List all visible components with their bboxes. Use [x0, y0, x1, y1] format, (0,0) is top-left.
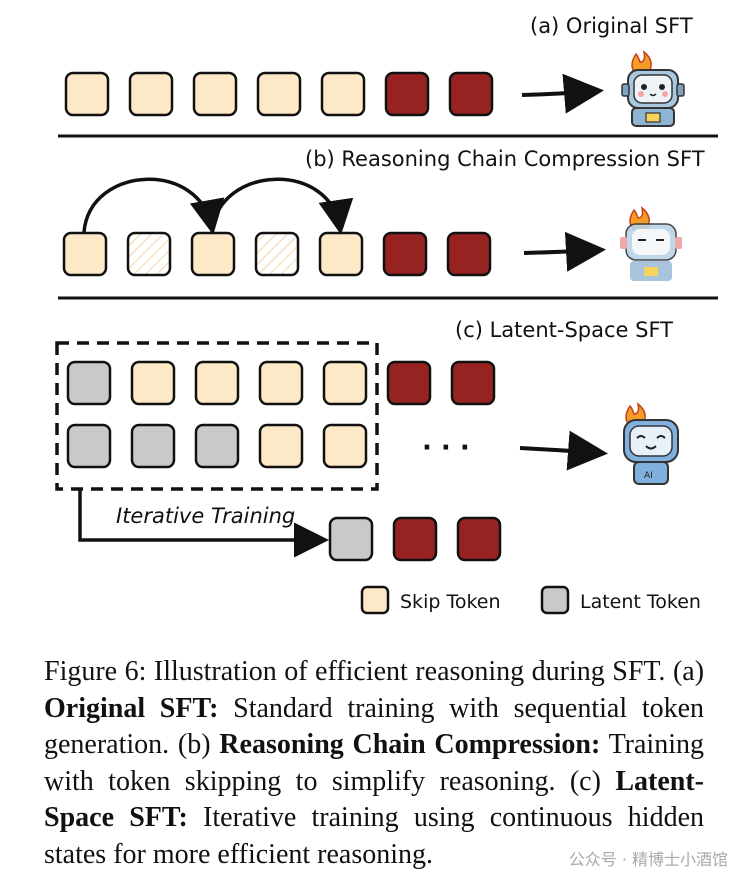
panel-a-arrow — [521, 73, 604, 114]
caption-figure-label: Figure 6: Illustration of efficient reas… — [44, 656, 666, 687]
token-c1-7 — [450, 360, 496, 406]
skip-arc-2 — [210, 177, 354, 235]
iteration-group-box — [55, 341, 379, 491]
panel-b-title: (b) Reasoning Chain Compression SFT — [305, 147, 705, 171]
skip-arc-1 — [82, 177, 225, 235]
iterative-training-arrow — [78, 490, 329, 558]
panel-b-token-row — [62, 231, 492, 277]
panel-c-title: (c) Latent-Space SFT — [455, 318, 673, 342]
token-b1 — [62, 231, 108, 277]
token-a1 — [64, 71, 110, 117]
token-c1-1 — [66, 360, 112, 406]
token-b7 — [446, 231, 492, 277]
token-c2-1 — [66, 423, 112, 469]
panel-b-arrow — [523, 231, 606, 272]
token-a5 — [320, 71, 366, 117]
caption-b-text: Training with token skipping to simplify… — [44, 729, 704, 797]
robot-icon-b — [620, 206, 682, 281]
panel-c-output-row — [328, 516, 502, 562]
caption-a-prefix: (a) — [672, 656, 705, 687]
legend-latent-swatch — [540, 585, 570, 615]
caption-c-text: Iterative training using continuous hidd… — [44, 802, 704, 870]
token-b2-skipped — [126, 231, 172, 277]
svg-text:AI: AI — [644, 471, 653, 481]
token-c3-2 — [392, 516, 438, 562]
token-c1-4 — [258, 360, 304, 406]
token-a3 — [192, 71, 238, 117]
token-b4-skipped — [254, 231, 300, 277]
legend-skip-swatch — [360, 585, 390, 615]
figure-caption: Figure 6: Illustration of efficient reas… — [44, 654, 704, 873]
panel-c-row-2 — [66, 423, 368, 469]
token-c1-3 — [194, 360, 240, 406]
panel-a-token-row — [64, 71, 494, 117]
token-c2-4 — [258, 423, 304, 469]
caption-a-text: Standard training with sequential token … — [44, 692, 705, 761]
token-a7 — [448, 71, 494, 117]
token-c2-3 — [194, 423, 240, 469]
token-c2-2 — [130, 423, 176, 469]
caption-a-term: Original SFT: — [44, 692, 219, 724]
token-a2 — [128, 71, 174, 117]
iterative-training-label: Iterative Training — [116, 504, 295, 528]
robot-icon-a — [621, 50, 685, 127]
ellipsis: · · · — [422, 433, 470, 463]
token-a4 — [256, 71, 302, 117]
token-b5 — [318, 231, 364, 277]
panel-c-arrow — [519, 430, 608, 471]
legend-skip-label: Skip Token — [400, 591, 501, 613]
token-b6 — [382, 231, 428, 277]
token-b3 — [190, 231, 236, 277]
legend: Skip Token Latent Token — [360, 585, 701, 615]
panel-c-row-1 — [66, 360, 496, 406]
token-a6 — [384, 71, 430, 117]
token-c3-1 — [328, 516, 374, 562]
token-c1-2 — [130, 360, 176, 406]
figure-illustration: (a) Original SFT (b) Reasoning Chain Com… — [55, 14, 718, 615]
caption-b-term: Reasoning Chain Compression: — [219, 729, 601, 760]
token-c1-5 — [322, 360, 368, 406]
caption-c-term: Latent-Space SFT: — [44, 765, 704, 834]
panel-a-title: (a) Original SFT — [530, 14, 693, 38]
robot-icon-c: AI — [623, 402, 679, 485]
token-c3-3 — [456, 516, 502, 562]
watermark: 公众号 · 精博士小酒馆 — [568, 850, 728, 869]
token-c1-6 — [386, 360, 432, 406]
token-c2-5 — [322, 423, 368, 469]
legend-latent-label: Latent Token — [580, 591, 701, 613]
